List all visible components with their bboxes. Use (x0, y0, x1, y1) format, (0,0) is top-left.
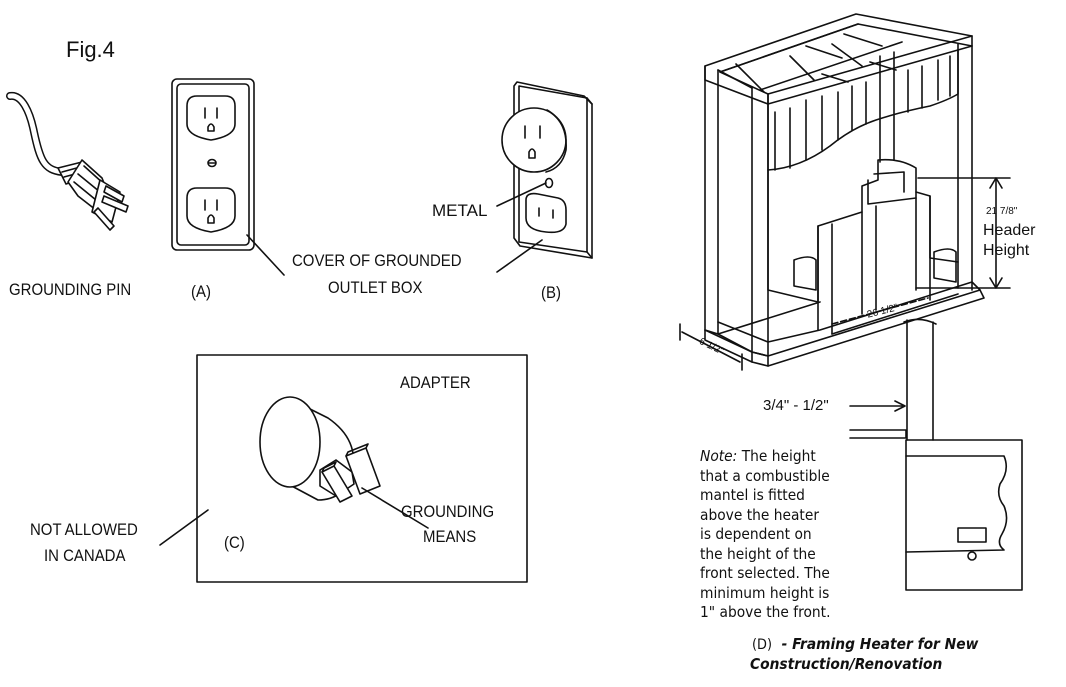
not-allowed-line1: NOT ALLOWED (30, 520, 138, 539)
note-line-8: minimum height is (700, 583, 830, 602)
note-lead: Note: (700, 447, 738, 465)
note-line-5: is dependent on (700, 525, 812, 543)
caption-prefix: (D) (752, 637, 772, 653)
panel-c-label: (C) (224, 533, 245, 552)
heater-drawing (849, 318, 1023, 591)
grounding-means-leader (361, 487, 429, 529)
note-line-6: the height of the (700, 544, 816, 563)
grounding-means-line2: MEANS (423, 527, 477, 546)
note-line-2: that a combustible (700, 466, 830, 485)
caption-text-1: - Framing Heater for New (781, 635, 979, 653)
note-line-4: above the heater (700, 505, 820, 524)
panel-a-label: (A) (191, 282, 211, 301)
header-label-line1: Header (983, 222, 1036, 239)
cover-label-line2: OUTLET BOX (328, 278, 423, 297)
caption-line1: (D) - Framing Heater for New (752, 635, 979, 653)
cover-label-line1: COVER OF GROUNDED (292, 251, 462, 270)
adapter-panel-frame (196, 354, 528, 583)
grounding-pin-label: GROUNDING PIN (9, 280, 132, 299)
header-label-line2: Height (983, 242, 1030, 259)
cover-leader-line-b (496, 239, 543, 273)
not-allowed-leader (159, 509, 209, 546)
header-dimension-label: 21 7/8" (986, 206, 1018, 217)
note-line-9: 1" above the front. (700, 603, 831, 621)
adapter-drawing (259, 396, 381, 503)
note-line-1: The height (741, 447, 816, 465)
grounding-means-line1: GROUNDING (401, 502, 495, 521)
metal-label: METAL (432, 201, 488, 220)
note-line-7: front selected. The (700, 564, 830, 582)
metal-leader-line (496, 182, 547, 207)
note-line-3: mantel is fitted (700, 486, 805, 504)
not-allowed-line2: IN CANADA (44, 546, 126, 565)
panel-b-label: (B) (541, 283, 561, 302)
clearance-dimension-label: 3/4" - 1/2" (763, 397, 829, 414)
cover-leader-line-a (246, 234, 285, 276)
outlet-a-drawing (171, 78, 255, 251)
caption-line2: Construction/Renovation (750, 655, 943, 673)
grounding-plug-drawing (6, 91, 129, 231)
adapter-label: ADAPTER (400, 373, 471, 392)
outlet-b-drawing (501, 81, 593, 259)
framing-structure-drawing (679, 13, 1011, 371)
framing-note: Note: The height that a combustible mant… (700, 447, 830, 623)
figure-label: Fig.4 (66, 37, 115, 62)
